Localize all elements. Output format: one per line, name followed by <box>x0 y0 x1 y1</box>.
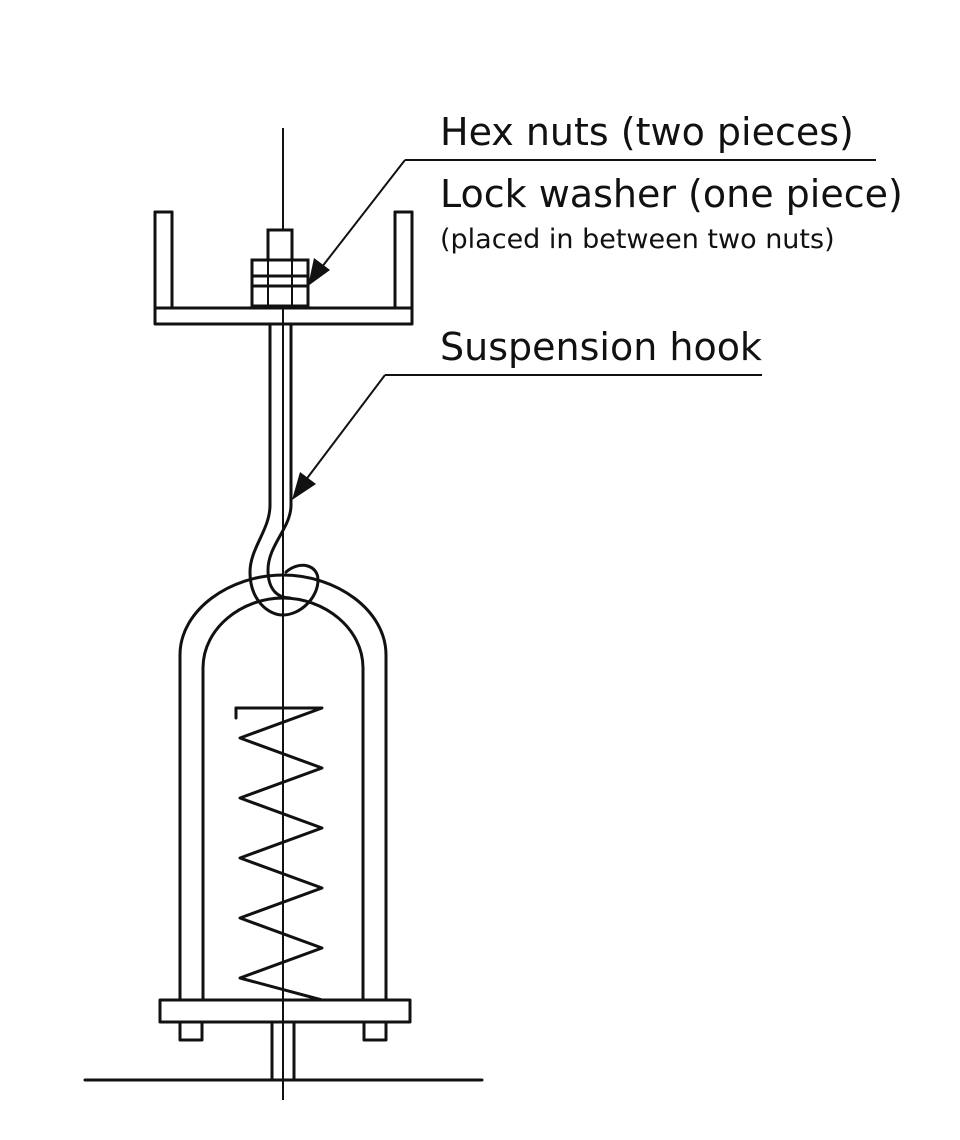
top-bracket <box>153 210 414 326</box>
spring-frame <box>178 573 388 1002</box>
nuts-leader <box>308 159 876 286</box>
compression-spring <box>234 706 324 1002</box>
suspension-hook-label: Suspension hook <box>440 325 762 369</box>
lock-washer-label: Lock washer (one piece) <box>440 172 903 216</box>
lock-washer-note: (placed in between two nuts) <box>440 224 835 255</box>
suspension-hook <box>248 503 320 617</box>
hex-nuts-and-lock-washer <box>250 228 310 308</box>
bottom-plate <box>158 998 412 1082</box>
hook-leader <box>292 374 762 500</box>
hex-nuts-label: Hex nuts (two pieces) <box>440 110 854 154</box>
suspension-rod <box>268 322 293 507</box>
